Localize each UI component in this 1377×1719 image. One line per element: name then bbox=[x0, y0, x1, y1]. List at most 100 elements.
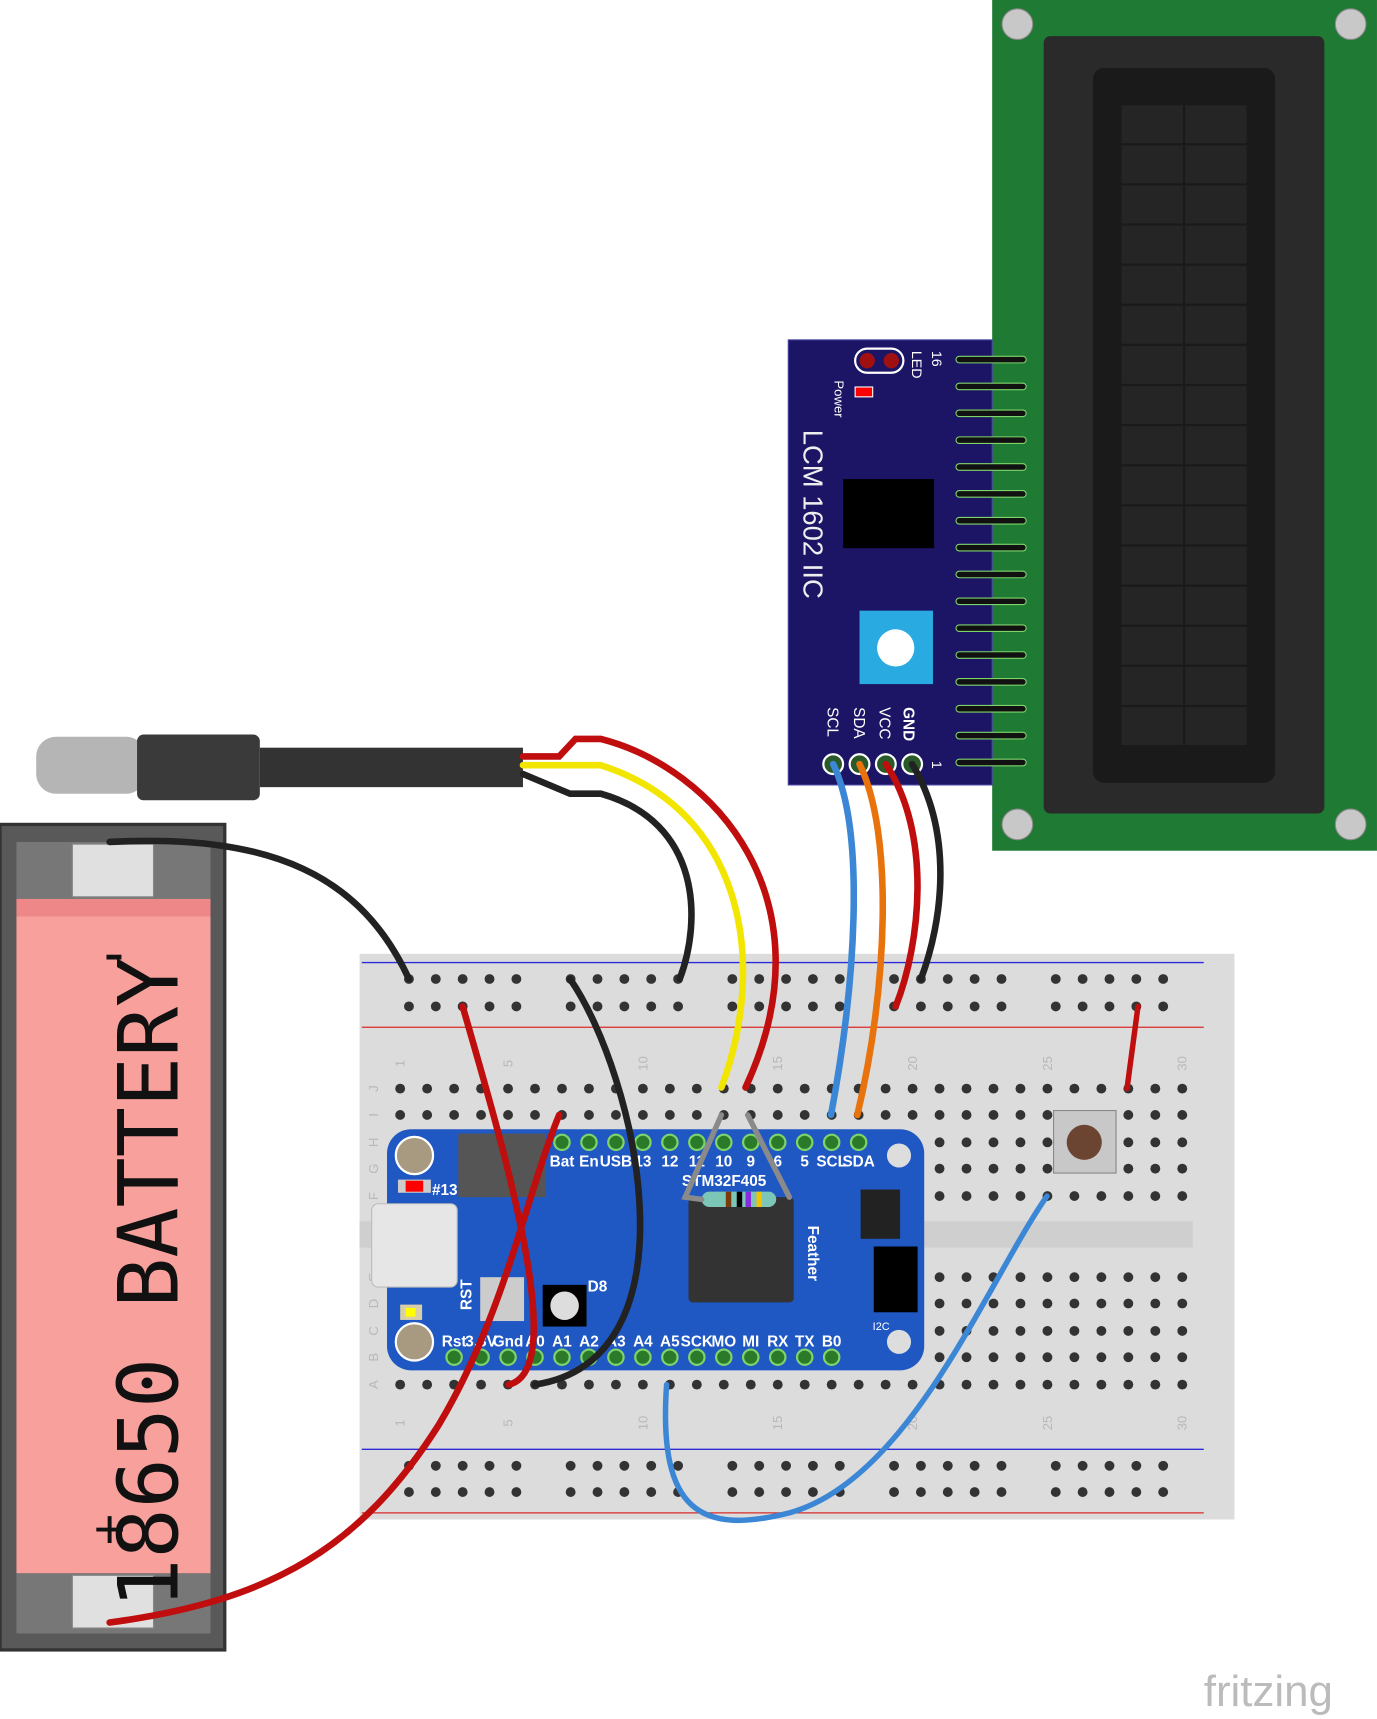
power-rail-hole[interactable] bbox=[511, 974, 522, 984]
power-rail-hole[interactable] bbox=[889, 1460, 899, 1471]
breadboard-hole[interactable] bbox=[1150, 1379, 1161, 1390]
power-rail-hole[interactable] bbox=[942, 974, 953, 984]
breadboard-hole[interactable] bbox=[799, 1110, 810, 1120]
feather-pin[interactable] bbox=[688, 1348, 706, 1366]
breadboard-hole[interactable] bbox=[395, 1379, 406, 1390]
breadboard-hole[interactable] bbox=[907, 1110, 918, 1120]
breadboard-hole[interactable] bbox=[530, 1083, 540, 1094]
breadboard-hole[interactable] bbox=[988, 1163, 999, 1174]
feather-pin[interactable] bbox=[741, 1348, 760, 1366]
breadboard-hole[interactable] bbox=[422, 1379, 433, 1390]
breadboard-hole[interactable] bbox=[503, 1083, 513, 1094]
power-rail-hole[interactable] bbox=[807, 974, 818, 984]
breadboard-hole[interactable] bbox=[476, 1379, 487, 1390]
power-rail-hole[interactable] bbox=[484, 1487, 495, 1497]
breadboard-hole[interactable] bbox=[1069, 1352, 1080, 1363]
power-rail-hole[interactable] bbox=[1050, 1001, 1061, 1012]
power-rail-hole[interactable] bbox=[430, 1001, 441, 1012]
breadboard-hole[interactable] bbox=[1096, 1325, 1107, 1336]
breadboard-hole[interactable] bbox=[1177, 1325, 1188, 1336]
breadboard-hole[interactable] bbox=[1015, 1191, 1026, 1201]
power-rail-hole[interactable] bbox=[781, 1001, 792, 1012]
power-rail-hole[interactable] bbox=[1158, 1460, 1169, 1471]
feather-pin[interactable] bbox=[688, 1133, 706, 1152]
power-rail-hole[interactable] bbox=[1050, 974, 1061, 984]
breadboard-hole[interactable] bbox=[1150, 1083, 1161, 1094]
breadboard-hole[interactable] bbox=[1150, 1325, 1161, 1336]
breadboard-hole[interactable] bbox=[1177, 1191, 1188, 1201]
breadboard-hole[interactable] bbox=[1123, 1272, 1134, 1283]
breadboard-hole[interactable] bbox=[1042, 1110, 1053, 1120]
breadboard-hole[interactable] bbox=[1123, 1163, 1134, 1174]
breadboard-hole[interactable] bbox=[1150, 1191, 1161, 1201]
breadboard-hole[interactable] bbox=[1123, 1110, 1134, 1120]
power-rail-hole[interactable] bbox=[646, 1001, 657, 1012]
power-rail-hole[interactable] bbox=[592, 1001, 603, 1012]
feather-pin[interactable] bbox=[822, 1348, 841, 1366]
breadboard-hole[interactable] bbox=[934, 1298, 945, 1309]
breadboard-hole[interactable] bbox=[610, 1110, 621, 1120]
power-rail-hole[interactable] bbox=[1104, 1001, 1115, 1012]
power-rail-hole[interactable] bbox=[996, 1460, 1007, 1471]
power-rail-hole[interactable] bbox=[1077, 1460, 1088, 1471]
power-rail-hole[interactable] bbox=[646, 974, 657, 984]
power-rail-hole[interactable] bbox=[619, 1001, 630, 1012]
breadboard-hole[interactable] bbox=[1177, 1272, 1188, 1283]
power-rail-hole[interactable] bbox=[619, 1460, 630, 1471]
breadboard-hole[interactable] bbox=[934, 1137, 945, 1148]
breadboard-hole[interactable] bbox=[1150, 1137, 1161, 1148]
power-rail-hole[interactable] bbox=[969, 974, 980, 984]
power-rail-hole[interactable] bbox=[942, 1487, 953, 1497]
feather-pin[interactable] bbox=[768, 1348, 787, 1366]
power-rail-hole[interactable] bbox=[1104, 974, 1115, 984]
power-rail-hole[interactable] bbox=[942, 1460, 953, 1471]
power-rail-hole[interactable] bbox=[511, 1001, 522, 1012]
breadboard-hole[interactable] bbox=[1042, 1352, 1053, 1363]
power-rail-hole[interactable] bbox=[619, 1487, 630, 1497]
power-rail-hole[interactable] bbox=[484, 1460, 495, 1471]
breadboard-hole[interactable] bbox=[1042, 1163, 1053, 1174]
breadboard-hole[interactable] bbox=[907, 1379, 918, 1390]
power-rail-hole[interactable] bbox=[781, 1460, 792, 1471]
breadboard-hole[interactable] bbox=[1096, 1298, 1107, 1309]
breadboard-hole[interactable] bbox=[988, 1352, 999, 1363]
power-rail-hole[interactable] bbox=[754, 1001, 765, 1012]
power-rail-hole[interactable] bbox=[1050, 1487, 1061, 1497]
breadboard-hole[interactable] bbox=[1123, 1137, 1134, 1148]
breadboard-hole[interactable] bbox=[1150, 1272, 1161, 1283]
breadboard-hole[interactable] bbox=[1177, 1298, 1188, 1309]
power-rail-hole[interactable] bbox=[727, 974, 738, 984]
breadboard-hole[interactable] bbox=[907, 1083, 918, 1094]
power-rail-hole[interactable] bbox=[592, 1487, 603, 1497]
breadboard-hole[interactable] bbox=[1015, 1083, 1026, 1094]
breadboard-hole[interactable] bbox=[395, 1110, 406, 1120]
feather-pin[interactable] bbox=[715, 1348, 733, 1366]
power-rail-hole[interactable] bbox=[807, 1001, 818, 1012]
breadboard-hole[interactable] bbox=[1069, 1379, 1080, 1390]
feather-pin[interactable] bbox=[607, 1133, 625, 1152]
power-rail-hole[interactable] bbox=[727, 1460, 738, 1471]
breadboard-hole[interactable] bbox=[1096, 1352, 1107, 1363]
power-rail-hole[interactable] bbox=[754, 1487, 765, 1497]
breadboard-hole[interactable] bbox=[961, 1352, 972, 1363]
breadboard-hole[interactable] bbox=[584, 1110, 594, 1120]
breadboard-hole[interactable] bbox=[988, 1110, 999, 1120]
power-rail-hole[interactable] bbox=[915, 1001, 926, 1012]
power-rail-hole[interactable] bbox=[1158, 1001, 1169, 1012]
breadboard-hole[interactable] bbox=[1042, 1325, 1053, 1336]
power-rail-hole[interactable] bbox=[565, 1001, 576, 1012]
feather-pin[interactable] bbox=[607, 1348, 625, 1366]
power-rail-hole[interactable] bbox=[781, 974, 792, 984]
power-rail-hole[interactable] bbox=[1131, 974, 1142, 984]
breadboard-hole[interactable] bbox=[934, 1163, 945, 1174]
power-rail-hole[interactable] bbox=[1158, 974, 1169, 984]
breadboard-hole[interactable] bbox=[584, 1083, 594, 1094]
breadboard-hole[interactable] bbox=[961, 1379, 972, 1390]
breadboard-hole[interactable] bbox=[1177, 1379, 1188, 1390]
power-rail-hole[interactable] bbox=[996, 1487, 1007, 1497]
breadboard-hole[interactable] bbox=[1069, 1272, 1080, 1283]
breadboard-hole[interactable] bbox=[1123, 1379, 1134, 1390]
power-rail-hole[interactable] bbox=[673, 1460, 684, 1471]
push-button[interactable] bbox=[1053, 1110, 1117, 1174]
feather-pin[interactable] bbox=[822, 1133, 841, 1152]
